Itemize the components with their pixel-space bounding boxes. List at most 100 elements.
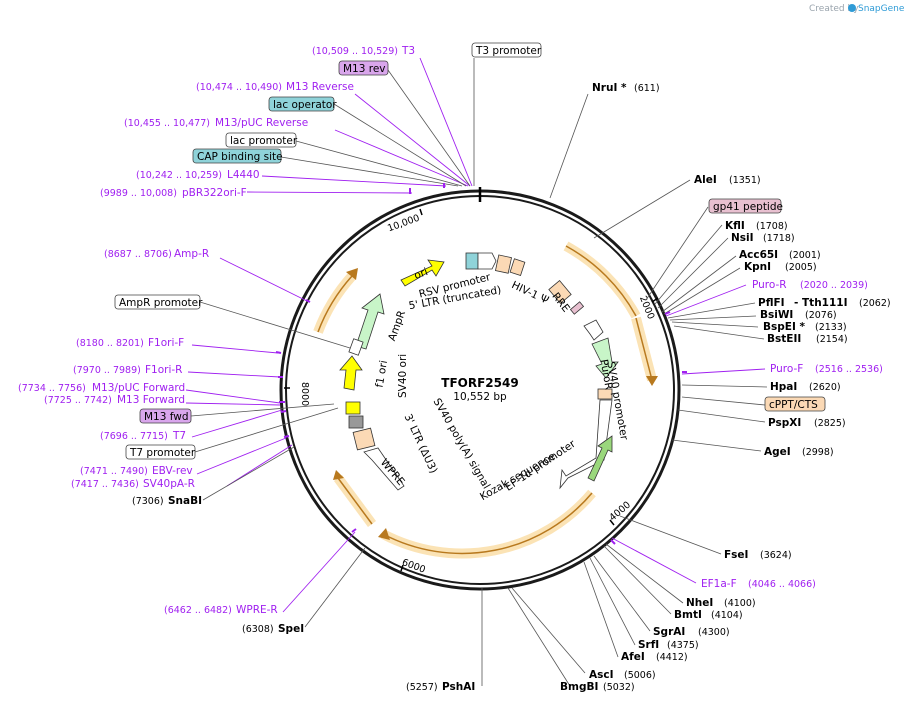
enzyme-nhei-pos: (4100) [724,598,756,609]
primer-pbr322ori-f-pos: (9989 .. 10,008) [100,188,177,199]
enzyme-kfli[interactable]: KflI (1708) [725,220,788,232]
hiv-psi-box [494,254,512,274]
label-sv40-polya: SV40 poly(A) signal [431,396,493,491]
tag-lac-promoter[interactable]: lac promoter [225,132,298,148]
primer-l4440[interactable]: (10,242 .. 10,259) L4440 [136,169,260,181]
enzyme-snabi-name: SnaBI [168,495,202,507]
enzyme-bsiwi[interactable]: BsiWI (2076) [760,309,837,321]
enzyme-afei[interactable]: AfeI (4412) [621,651,688,663]
primer-m13-puc-reverse[interactable]: (10,455 .. 10,477) M13/pUC Reverse [124,117,308,129]
sv40-ori-box [345,401,361,415]
primer-puro-f[interactable]: Puro-F (2516 .. 2536) [770,363,883,375]
tag-m13-rev[interactable]: M13 rev [338,60,389,76]
primer-m13-forward[interactable]: (7725 .. 7742) M13 Forward [44,394,185,406]
enzyme-bmgbi[interactable]: BmgBI (5032) [560,681,635,693]
primer-ebv-rev[interactable]: (7471 .. 7490) EBV-rev [80,465,193,477]
primer-wpre-r[interactable]: (6462 .. 6482) WPRE-R [164,604,278,616]
primer-t3[interactable]: (10,509 .. 10,529) T3 [312,45,415,57]
enzyme-agei[interactable]: AgeI (2998) [764,446,834,458]
primer-f1ori-r[interactable]: (7970 .. 7989) F1ori-R [73,364,182,376]
tag-t7-promoter[interactable]: T7 promoter [125,444,196,460]
label-sv40-ori: SV40 ori [397,354,409,398]
enzyme-srfi[interactable]: SrfI (4375) [638,639,699,651]
enzyme-bmgbi-name: BmgBI [560,681,598,693]
enzyme-bmgbi-pos: (5032) [603,682,635,693]
f1-ori-arrow [339,355,363,391]
enzyme-nhei-name: NheI [686,597,713,609]
enzyme-fsei[interactable]: FseI (3624) [724,549,792,561]
enzyme-bsteii[interactable]: BstEII (2154) [767,333,848,345]
enzyme-kpni-pos: (2005) [785,262,817,273]
label-kozak: Kozak sequence [478,450,557,503]
primer-f1ori-f[interactable]: (8180 .. 8201) F1ori-F [76,337,184,349]
primer-pbr322ori-f[interactable]: (9989 .. 10,008) pBR322ori-F [100,187,247,199]
enzyme-asci[interactable]: AscI (5006) [589,669,656,681]
tag-cap-binding-site-label: CAP binding site [197,151,283,163]
enzyme-nsii[interactable]: NsiI (1718) [731,232,795,244]
tag-lac-operator-label: lac operator [273,99,337,111]
tag-cppt-cts[interactable]: cPPT/CTS [764,396,826,412]
puror-arrow [591,337,619,379]
enzyme-pshai[interactable]: (5257) PshAI [406,681,475,693]
primer-sv40pa-r-pos: (7417 .. 7436) [71,479,139,490]
tag-lac-operator[interactable]: lac operator [268,96,337,112]
tag-ampr-promoter[interactable]: AmpR promoter [114,294,203,310]
enzyme-kfli-name: KflI [725,220,745,232]
wpre-arrow [363,447,405,491]
enzyme-hpai[interactable]: HpaI (2620) [770,381,841,393]
primer-amp-r[interactable]: (8687 .. 8706) Amp-R [104,248,209,260]
credit-brand: SnapGene [858,4,905,14]
boxed-tags: T3 promoter M13 rev lac operator lac pro… [114,42,826,460]
enzyme-acc65i[interactable]: Acc65I (2001) [739,249,821,261]
primer-m13-reverse[interactable]: (10,474 .. 10,490) M13 Reverse [196,81,354,93]
enzyme-hpai-name: HpaI [770,381,797,393]
primer-t7-pos: (7696 .. 7715) [100,431,168,442]
enzyme-alei[interactable]: AleI (1351) [694,174,761,186]
enzyme-sgrai-name: SgrAI [653,626,685,638]
primer-sv40pa-r[interactable]: (7417 .. 7436) SV40pA-R [71,478,195,490]
enzyme-pflfi-tth111i[interactable]: PflFI - Tth111I (2062) [758,297,891,309]
enzyme-bmti-name: BmtI [674,609,702,621]
enzyme-afei-pos: (4412) [656,652,688,663]
primer-f1ori-f-name: F1ori-F [148,337,184,349]
enzyme-nhei[interactable]: NheI (4100) [686,597,756,609]
tag-m13-fwd-label: M13 fwd [144,411,189,423]
enzyme-snabi[interactable]: (7306) SnaBI [132,495,202,507]
enzyme-nsii-pos: (1718) [763,233,795,244]
enzyme-pspxi[interactable]: PspXI (2825) [768,417,846,429]
primer-ticks [275,183,687,545]
tag-t3-promoter[interactable]: T3 promoter [471,42,542,58]
primer-puro-f-name: Puro-F [770,363,803,375]
enzyme-sgrai[interactable]: SgrAI (4300) [653,626,730,638]
primer-puro-r-pos: (2020 .. 2039) [800,280,868,291]
enzyme-srfi-pos: (4375) [667,640,699,651]
primer-puro-r[interactable]: Puro-R (2020 .. 2039) [752,279,868,291]
tag-m13-fwd[interactable]: M13 fwd [139,408,192,424]
enzyme-bmti-pos: (4104) [711,610,743,621]
amp-promoter-box [348,338,364,356]
enzyme-pflfi-pos: (2062) [859,298,891,309]
primer-t7[interactable]: (7696 .. 7715) T7 [100,430,186,442]
rsv-promoter-box [465,252,479,270]
enzyme-bspei[interactable]: BspEI * (2133) [763,321,847,333]
primer-wpre-r-name: WPRE-R [236,604,278,616]
primer-m13-puc-forward[interactable]: (7734 .. 7756) M13/pUC Forward [18,382,185,394]
primer-sv40pa-r-name: SV40pA-R [143,478,195,490]
primer-pbr322ori-f-name: pBR322ori-F [182,187,247,199]
enzyme-bmti[interactable]: BmtI (4104) [674,609,743,621]
enzyme-agei-pos: (2998) [802,447,834,458]
primer-m13-forward-pos: (7725 .. 7742) [44,395,112,406]
enzyme-agei-name: AgeI [764,446,791,458]
enzyme-kpni[interactable]: KpnI (2005) [744,261,817,273]
enzyme-nrui[interactable]: NruI * (611) [592,82,660,94]
right-primer-leaders [611,284,766,584]
enzyme-spei[interactable]: (6308) SpeI [242,623,304,635]
enzyme-alei-pos: (1351) [729,175,761,186]
enzyme-pspxi-name: PspXI [768,417,801,429]
primer-ef1a-f[interactable]: EF1a-F (4046 .. 4066) [701,578,816,590]
enzyme-kpni-name: KpnI [744,261,771,273]
tag-cap-binding-site[interactable]: CAP binding site [192,148,283,164]
enzyme-bsteii-pos: (2154) [816,334,848,345]
tag-gp41-peptide[interactable]: gp41 peptide [708,198,783,214]
tick-10000: 10,000 [386,213,421,235]
